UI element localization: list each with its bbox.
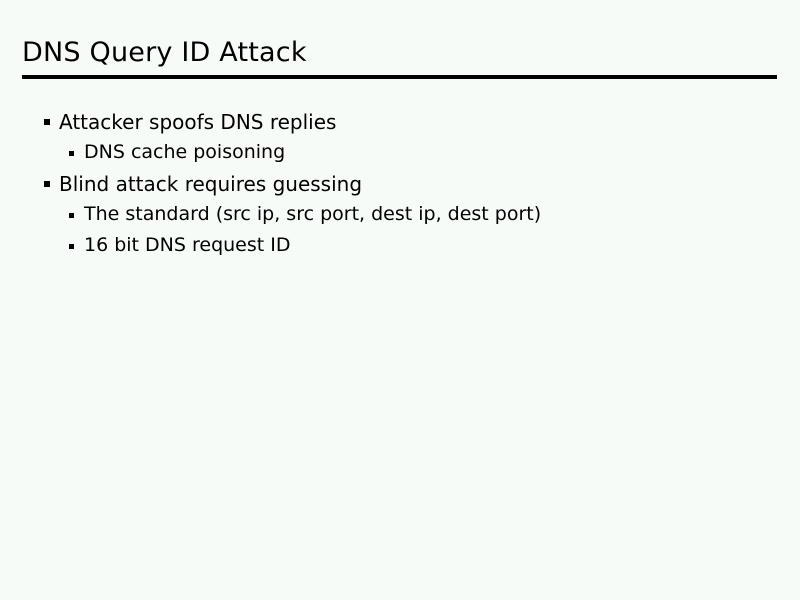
- list-item-label: Blind attack requires guessing: [59, 172, 363, 196]
- list-item: The standard (src ip, src port, dest ip,…: [0, 201, 800, 232]
- bullet-list: Attacker spoofs DNS replies DNS cache po…: [0, 108, 800, 263]
- list-item-label: The standard (src ip, src port, dest ip,…: [84, 203, 542, 225]
- list-item: 16 bit DNS request ID: [0, 232, 800, 263]
- title-underline-rule: [22, 75, 777, 79]
- square-bullet-icon: [44, 181, 50, 187]
- list-item-label: DNS cache poisoning: [84, 141, 286, 163]
- list-item-label: 16 bit DNS request ID: [84, 234, 291, 256]
- list-item: Attacker spoofs DNS replies: [0, 108, 800, 139]
- page-title: DNS Query ID Attack: [22, 37, 307, 68]
- square-bullet-icon: [69, 244, 74, 249]
- square-bullet-icon: [69, 151, 74, 156]
- slide-title-block: DNS Query ID Attack: [22, 36, 778, 70]
- list-item: Blind attack requires guessing: [0, 170, 800, 201]
- list-item: DNS cache poisoning: [0, 139, 800, 170]
- square-bullet-icon: [44, 119, 50, 125]
- list-item-label: Attacker spoofs DNS replies: [59, 110, 337, 134]
- square-bullet-icon: [69, 213, 74, 218]
